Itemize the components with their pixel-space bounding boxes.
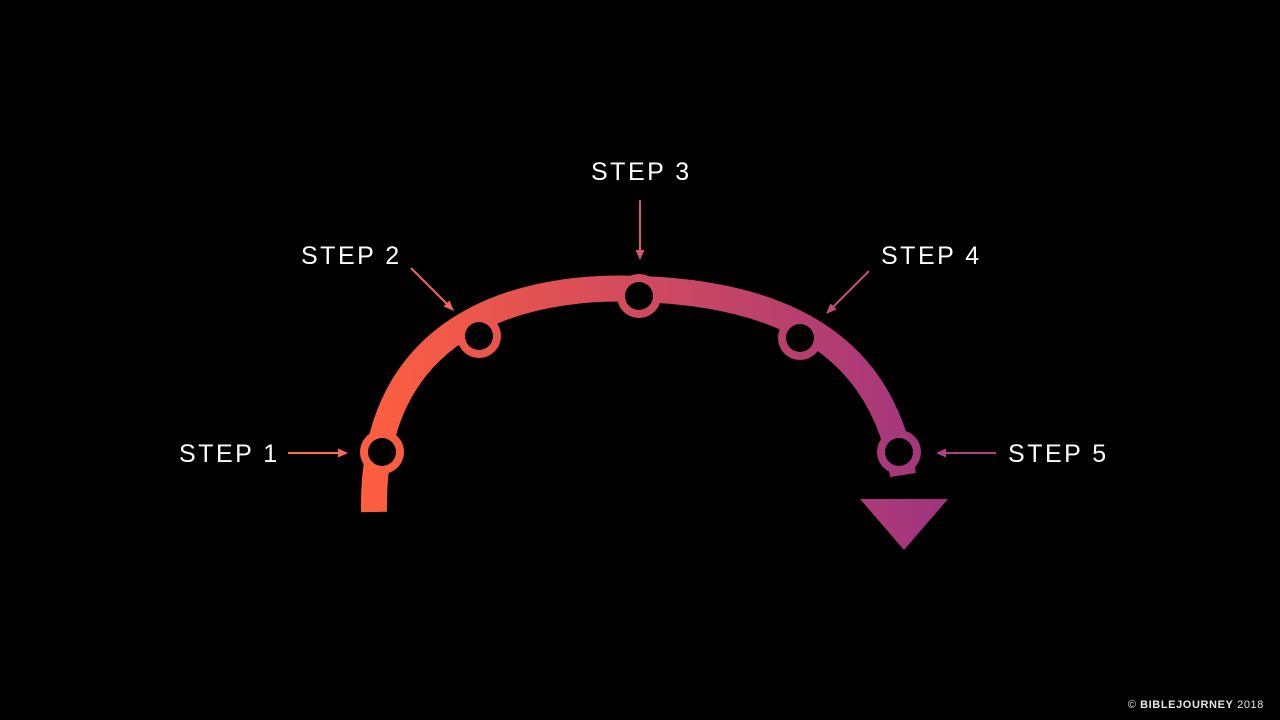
step-node bbox=[457, 314, 501, 358]
step-3-label: STEP 3 bbox=[591, 158, 692, 186]
step-1-pointer-arrow bbox=[288, 448, 348, 458]
journey-arc bbox=[360, 275, 916, 513]
step-4-label: STEP 4 bbox=[881, 242, 982, 270]
step-node bbox=[877, 430, 921, 474]
step-5-pointer-arrow bbox=[936, 448, 996, 458]
step-1-label: STEP 1 bbox=[179, 440, 280, 468]
step-2-label: STEP 2 bbox=[301, 242, 402, 270]
brand-name: BIBLEJOURNEY bbox=[1140, 699, 1234, 711]
copyright-symbol: © bbox=[1127, 699, 1137, 711]
copyright-notice: © BIBLEJOURNEY 2018 bbox=[1128, 699, 1264, 711]
step-node bbox=[360, 430, 404, 474]
step-4-pointer-arrow bbox=[826, 270, 870, 314]
step-2-pointer-arrow bbox=[410, 267, 454, 311]
copyright-year: 2018 bbox=[1237, 699, 1264, 711]
step-5-label: STEP 5 bbox=[1008, 440, 1109, 468]
step-node bbox=[778, 316, 822, 360]
step-3-pointer-arrow bbox=[635, 200, 645, 260]
arc-arrow-head bbox=[860, 499, 948, 550]
step-node bbox=[617, 274, 661, 318]
